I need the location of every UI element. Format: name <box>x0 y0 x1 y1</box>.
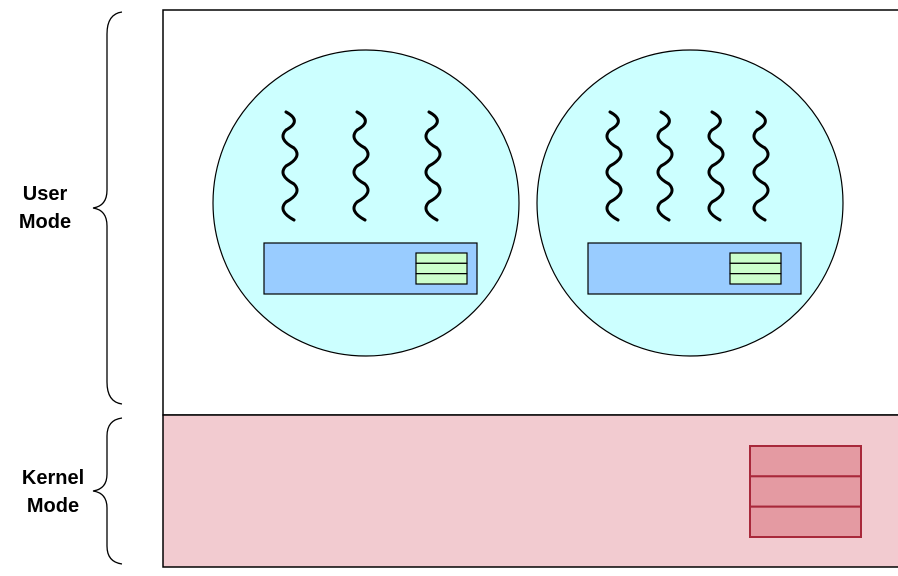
process-1-threads <box>281 110 442 222</box>
process-1-thread-table-row-3 <box>415 273 468 285</box>
process-2-thread-table-row-1 <box>729 252 782 264</box>
process-1-thread-3 <box>424 110 442 222</box>
kernel-process-table <box>749 445 862 538</box>
process-1-thread-table-row-2 <box>415 262 468 275</box>
process-1-thread-table-row-1 <box>415 252 468 264</box>
process-2-thread-1 <box>605 110 623 222</box>
process-2-thread-table-row-2 <box>729 262 782 275</box>
process-1-thread-1 <box>281 110 299 222</box>
process-2 <box>536 49 844 357</box>
process-2-thread-table-row-3 <box>729 273 782 285</box>
process-2-thread-4 <box>752 110 770 222</box>
kernel-mode-label-line-2: Mode <box>26 495 80 517</box>
process-1 <box>212 49 520 357</box>
process-2-threads <box>605 110 770 222</box>
kernel-mode-label: Kernel Mode <box>8 464 98 520</box>
user-mode-label-line-1: User <box>22 183 68 205</box>
kernel-mode-label-line-1: Kernel <box>21 467 85 489</box>
user-mode-label-line-2: Mode <box>18 211 72 233</box>
user-mode-label: User Mode <box>0 180 90 236</box>
kernel-mode-brace <box>92 417 123 565</box>
process-2-circle <box>536 49 844 357</box>
process-2-thread-2 <box>656 110 674 222</box>
process-1-circle <box>212 49 520 357</box>
process-1-thread-table <box>415 252 468 285</box>
kernel-table-row-2 <box>749 475 862 508</box>
process-2-thread-3 <box>707 110 725 222</box>
kernel-table-row-1 <box>749 445 862 478</box>
process-2-thread-table <box>729 252 782 285</box>
user-mode-brace <box>92 11 123 405</box>
process-1-thread-2 <box>352 110 370 222</box>
kernel-table-row-3 <box>749 505 862 538</box>
